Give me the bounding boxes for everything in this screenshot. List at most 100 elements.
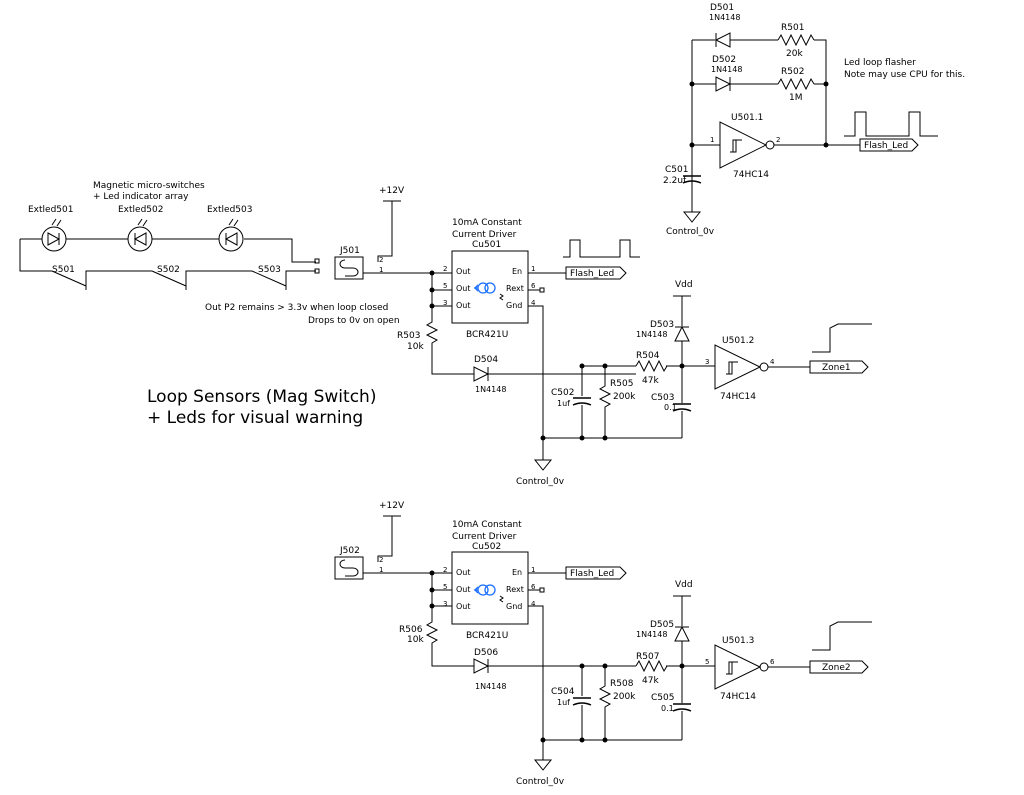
svg-text:Zone1: Zone1 <box>822 363 851 373</box>
c502-value: 1uf <box>557 399 570 408</box>
r507-value: 47k <box>642 676 659 686</box>
loop-sensor-section: Magnetic micro-switches + Led indicator … <box>19 181 400 428</box>
ch2-pin-num-r1: 1 <box>531 566 535 574</box>
channel-2: +12V J502 2 1 10mA Constant Current Driv… <box>334 501 872 787</box>
ch1-driver-pin-rext: Rext <box>506 284 524 293</box>
switch-label-s503: S503 <box>258 265 281 275</box>
ch2-vdd-label: Vdd <box>675 580 693 590</box>
ch1-driver-pin-out-2: Out <box>456 284 471 293</box>
flasher-note-line1: Led loop flasher <box>844 58 916 68</box>
resistor-r507 <box>635 659 668 673</box>
u501-3-ref: U501.3 <box>722 636 754 646</box>
d506-part: 1N4148 <box>475 682 506 691</box>
ch1-pin-num-l2: 5 <box>443 282 447 290</box>
led-extled501 <box>41 218 67 252</box>
square-wave-waveform-flasher <box>844 111 938 137</box>
ch2-driver-pin-out-2: Out <box>456 585 471 594</box>
ch1-driver-pin-out-3: Out <box>456 301 471 310</box>
ch2-pin-num-l3: 3 <box>443 600 447 608</box>
loop-sensors-title-line2: + Leds for visual warning <box>147 408 363 428</box>
d503-ref: D503 <box>650 320 674 330</box>
r505-ref: R505 <box>610 379 633 389</box>
ch2-driver-pin-out-3: Out <box>456 602 471 611</box>
ch1-pin-num-l1: 2 <box>443 265 447 273</box>
ch2-output-waveform <box>812 621 872 651</box>
net-label-flash-led-top: Flash_Led <box>859 138 919 152</box>
ch2-driver-part: BCR421U <box>466 631 508 641</box>
d505-ref: D505 <box>650 620 674 630</box>
ground-symbol-flasher <box>682 211 702 223</box>
switch-label-s502: S502 <box>157 265 180 275</box>
switch-label-s501: S501 <box>52 265 75 275</box>
ch2-pin-num-r3: 4 <box>531 600 536 608</box>
ch2-driver-ref: Cu502 <box>472 542 501 552</box>
u501-2-ref: U501.2 <box>722 336 754 346</box>
d505-part: 1N4148 <box>636 630 667 639</box>
ch2-net-label-flash-led: Flash_Led <box>565 566 627 580</box>
diode-d501 <box>714 32 731 48</box>
capacitor-c505 <box>672 703 692 712</box>
u501-2-pin-in: 3 <box>705 358 709 366</box>
ch2-driver-pin-rext: Rext <box>506 585 524 594</box>
ch2-pin-num-r2: 6 <box>531 583 536 591</box>
c503-ref: C503 <box>651 393 674 403</box>
diode-d505 <box>674 625 690 642</box>
ch1-net-label-zone1: Zone1 <box>809 360 869 374</box>
u501-1-ref: U501.1 <box>731 113 763 123</box>
u501-1-pin-out: 2 <box>776 136 780 144</box>
u501-3-part: 74HC14 <box>720 692 756 702</box>
r501-value: 20k <box>786 49 803 59</box>
r506-value: 10k <box>407 635 424 645</box>
u501-2-part: 74HC14 <box>720 392 756 402</box>
d502-ref: D502 <box>712 55 736 65</box>
r501-ref: R501 <box>781 23 804 33</box>
current-driver-cu501 <box>451 250 529 324</box>
svg-text:Flash_Led: Flash_Led <box>570 269 614 279</box>
ch1-output-waveform <box>812 323 872 353</box>
capacitor-c503 <box>672 403 692 412</box>
switch-note-line2: + Led indicator array <box>93 192 189 202</box>
c503-value: 0.1 <box>664 403 677 412</box>
schmitt-inverter-u501-2 <box>714 344 769 390</box>
ch1-net-label-flash-led: Flash_Led <box>565 266 627 280</box>
d502-part: 1N4148 <box>711 65 742 74</box>
r508-ref: R508 <box>610 679 634 689</box>
r504-value: 47k <box>642 376 659 386</box>
c505-value: 0.1 <box>661 704 674 713</box>
ch2-driver-title-line2: Current Driver <box>452 532 517 542</box>
c501-ref: C501 <box>665 165 688 175</box>
svg-text:Zone2: Zone2 <box>822 663 851 673</box>
j501-pin1: 1 <box>379 266 383 274</box>
j502-ref: J502 <box>339 546 360 556</box>
j501-ref: J501 <box>339 246 360 256</box>
diode-d503 <box>674 325 690 342</box>
ch1-driver-pin-gnd: Gnd <box>506 301 522 310</box>
r502-value: 1M <box>789 93 803 103</box>
ch1-pin-num-l3: 3 <box>443 299 447 307</box>
ch2-pin-num-l1: 2 <box>443 566 447 574</box>
diode-d506 <box>473 658 490 674</box>
ch1-driver-title-line2: Current Driver <box>452 230 517 240</box>
ch1-pin-num-r2: 6 <box>531 282 536 290</box>
ch1-driver-part: BCR421U <box>466 330 508 340</box>
connector-j502 <box>334 556 364 580</box>
ch2-driver-pin-en: En <box>512 568 522 577</box>
c501-value: 2.2uf <box>663 176 687 186</box>
d501-part: 1N4148 <box>709 13 740 22</box>
d501-ref: D501 <box>710 3 734 13</box>
flasher-section: D501 1N4148 R501 20k D502 1N4148 R502 1M… <box>663 3 965 237</box>
c504-value: 1uf <box>557 698 570 707</box>
c504-ref: C504 <box>551 687 575 697</box>
svg-text:Flash_Led: Flash_Led <box>864 141 908 151</box>
c505-ref: C505 <box>651 693 674 703</box>
out-note-line1: Out P2 remains > 3.3v when loop closed <box>205 303 388 313</box>
led-label-extled503: Extled503 <box>207 205 252 215</box>
ch2-pin-num-l2: 5 <box>443 583 447 591</box>
ch2-net-label-zone2: Zone2 <box>809 660 869 674</box>
led-label-extled501: Extled501 <box>28 205 73 215</box>
ch1-pin-num-r1: 1 <box>531 265 535 273</box>
u501-3-pin-in: 5 <box>705 658 709 666</box>
r502-ref: R502 <box>781 67 804 77</box>
r503-value: 10k <box>407 342 424 352</box>
d504-ref: D504 <box>474 355 498 365</box>
